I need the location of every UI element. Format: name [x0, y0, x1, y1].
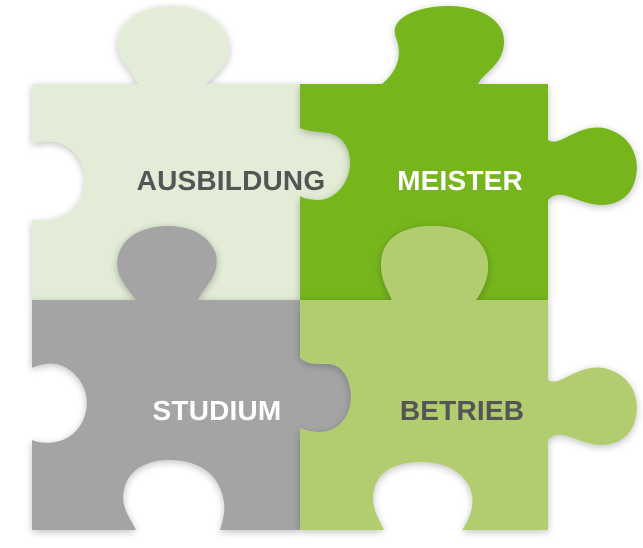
puzzle-piece-ausbildung	[32, 6, 350, 300]
puzzle-piece-betrieb	[300, 226, 637, 530]
label-ausbildung: AUSBILDUNG	[137, 165, 326, 196]
label-studium: STUDIUM	[153, 395, 282, 426]
puzzle-piece-meister	[300, 6, 637, 300]
puzzle-piece-studium	[32, 226, 352, 530]
label-betrieb: BETRIEB	[400, 395, 524, 426]
label-meister: MEISTER	[397, 165, 523, 196]
